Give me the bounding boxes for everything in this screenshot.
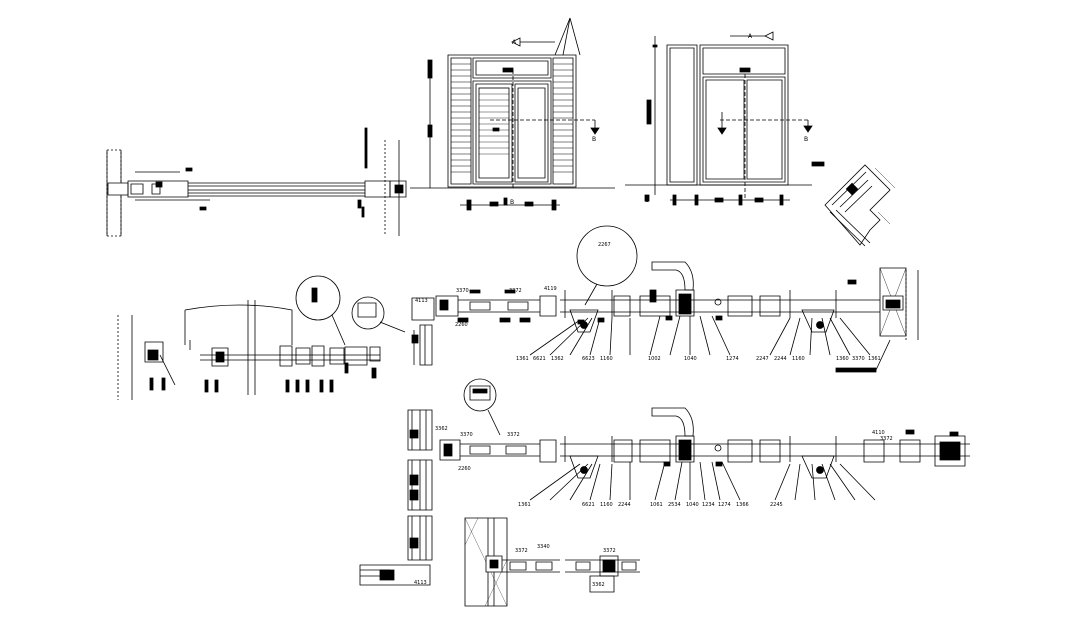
section-mark-a-1: A [512,39,517,46]
row1-dim-3: 3372 [509,288,522,294]
row2-dim-2: 3372 [507,432,520,438]
row2-dim-1: 3370 [460,432,473,438]
row3-dim-1: 3372 [515,548,528,554]
cut-mark-b-4: B [804,136,808,143]
row1-callout-8: 1274 [726,356,739,362]
row3-dim-3: 3372 [603,548,616,554]
row2-dim-3: 4110 [872,430,885,436]
detail-row-2 [360,379,970,585]
row2-callout-9: 1274 [718,502,731,508]
row2-callout-5: 1061 [650,502,663,508]
row3-dim-5: 3362 [592,582,605,588]
row1-callout-11: 1160 [792,356,805,362]
row2-callout-10: 1366 [736,502,749,508]
plan-section-top-left [107,128,406,236]
row1-callout-3: 1362 [551,356,564,362]
row1-callout-2: 6621 [533,356,546,362]
row1-callout-6: 1002 [648,356,661,362]
section-middle-left [118,276,405,400]
row2-callout-4: 2244 [618,502,631,508]
row2-dim-4: 3372 [880,436,893,442]
row1-dim-2: 3370 [456,288,469,294]
row1-dim-4: 4119 [544,286,557,292]
row1-callout-12: 1360 [836,356,849,362]
detail-row-3 [465,518,640,606]
section-mark-a-2: A [748,33,753,40]
cut-mark-b-2: B [592,136,596,143]
row1-callout-5: 1160 [600,356,613,362]
elevation-b [625,32,824,205]
row3-dim-4: 4113 [414,580,427,586]
row1-dim-5: 2260 [455,322,468,328]
row2-callout-11: 2245 [770,502,783,508]
detail-bubble-label: 2267 [598,242,611,248]
row2-dim-5: 2260 [458,466,471,472]
corner-detail [825,165,895,246]
row1-callout-10: 2244 [774,356,787,362]
row1-dim-1: 4113 [415,298,428,304]
row2-callout-6: 2534 [668,502,681,508]
row1-callout-1: 1361 [516,356,529,362]
row2-callout-7: 1040 [686,502,699,508]
row2-callout-3: 1160 [600,502,613,508]
row2-callout-1: 1361 [518,502,531,508]
cut-mark-b-1: B [510,199,514,206]
row1-callout-9: 2247 [756,356,769,362]
row1-callout-7: 1040 [684,356,697,362]
elevation-a [410,18,615,210]
detail-row-1 [412,226,918,372]
row1-callout-4: 6623 [582,356,595,362]
row1-callout-14: 1361 [868,356,881,362]
row1-callout-13: 3370 [852,356,865,362]
cut-mark-b-3: B [645,197,649,204]
row2-callout-2: 6621 [582,502,595,508]
row3-dim-2: 3340 [537,544,550,550]
row2-dim-6: 3362 [435,426,448,432]
row2-callout-8: 1234 [702,502,715,508]
